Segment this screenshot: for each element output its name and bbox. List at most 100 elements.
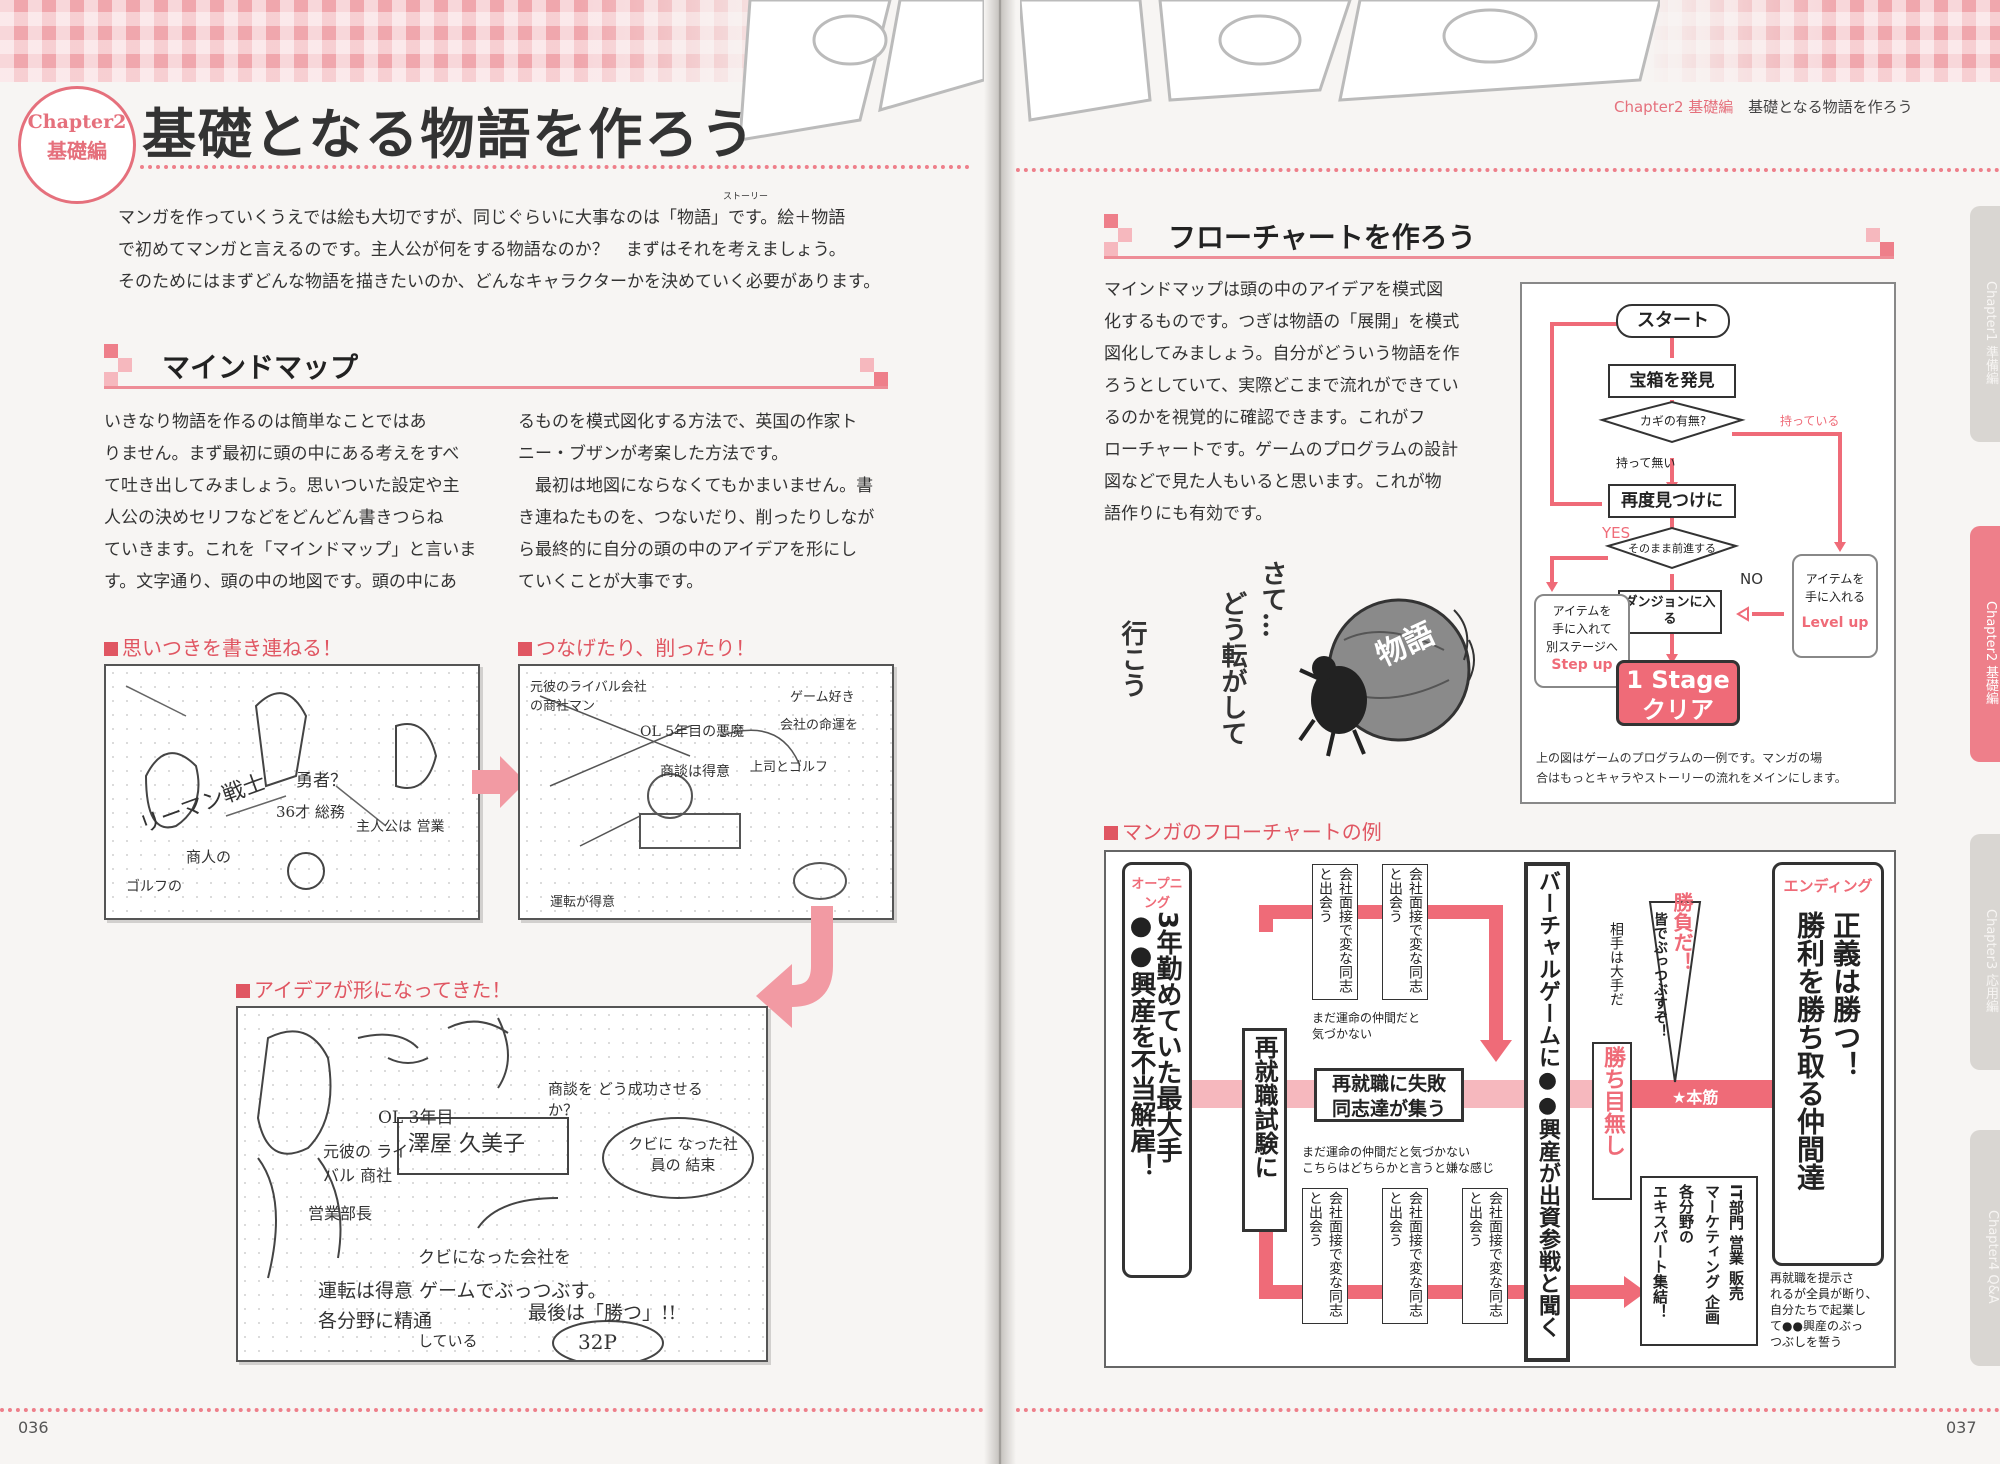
manga-panel-decoration <box>740 0 984 142</box>
fc-treasure: 宝箱を発見 <box>1608 364 1736 398</box>
para-line: 化するものです。つぎは物語の「展開」を模式 <box>1104 312 1460 332</box>
sketch3-text: クビになった会社を <box>418 1248 571 1268</box>
col2-line: るものを模式図化する方法で、英国の作家ト <box>518 412 858 432</box>
book-gutter <box>984 0 1016 1464</box>
intro-paragraph: ストーリー マンガを作っていくうえでは絵も大切ですが、同じぐらいに大事なのは「物… <box>118 192 908 298</box>
col1-line: いきなり物語を作るのは簡単なことではあ <box>104 412 427 432</box>
crush-text: 皆でぶっつぶすぞ！ <box>1652 912 1668 1038</box>
col2-line: ていくことが大事です。 <box>518 572 704 592</box>
sketch3-text: 最後は「勝つ」!! <box>528 1302 677 1324</box>
chapter-badge-level: 基礎編 <box>47 139 107 163</box>
note-top: まだ運命の仲間だと 気づかない <box>1312 1010 1420 1042</box>
flowchart-paragraph: マインドマップは頭の中のアイデアを模式図 化するものです。つぎは物語の「展開」を… <box>1104 274 1484 530</box>
sketch-doodles <box>539 695 847 900</box>
sketch1-text: ゴルフの <box>126 879 182 895</box>
subhead-shape: アイデアが形になってきた！ <box>236 974 511 1003</box>
experts-box: IT部門 営業 販売 マーケティング 企画 各分野の エキスパート集結！ <box>1640 1176 1758 1346</box>
subhead-manga-flow-label: マンガのフローチャートの例 <box>1122 820 1382 844</box>
col1-line: て吐き出してみましょう。思いついた設定や主 <box>104 476 460 496</box>
subhead-manga-flow: マンガのフローチャートの例 <box>1104 816 1382 845</box>
opening-label: オープニング <box>1131 877 1183 911</box>
opening-text-2: ●●興産を不当解雇！ <box>1126 911 1156 1179</box>
tab-chapter3[interactable]: Chapter3 応用編 <box>1970 834 2000 1070</box>
tab-chapter2[interactable]: Chapter2 基礎編 <box>1970 526 2000 762</box>
fc-stage-clear: 1 Stage クリア <box>1616 660 1740 726</box>
ending-note-line: て●●興産のぶっ <box>1770 1319 1863 1333</box>
sketch3-text: 元彼の ライバル 商社 <box>323 1142 409 1185</box>
sketch1-text: 36才 総務 <box>276 803 345 821</box>
no-chance-box: 勝ち目無し <box>1592 1042 1632 1200</box>
fc-search: 再度見つけに <box>1608 484 1736 518</box>
meet-top-1: 会社面接で変な同志と出会う <box>1312 864 1358 1000</box>
sketch2-text: 上司とゴルフ <box>750 760 829 775</box>
note-mid-line: こちらはどちらかと言うと嫌な感じ <box>1302 1161 1495 1175</box>
fc-no: NO <box>1740 570 1764 588</box>
meet-top-2: 会社面接で変な同志と出会う <box>1382 864 1428 1000</box>
running-header: Chapter2 基礎編 基礎となる物語を作ろう <box>1614 96 1913 117</box>
meet-bottom-2: 会社面接で変な同志と出会う <box>1382 1188 1428 1324</box>
experts-line: 各分野の <box>1677 1184 1695 1244</box>
fc-level-up: Level up <box>1801 615 1869 631</box>
sketch-brainstorm: リーマン戦士 勇者？ 36才 総務 商人の 主人公は 営業 ゴルフの <box>104 664 480 920</box>
fc-item-left: アイテムを 手に入れて 別ステージへ Step up <box>1534 594 1630 688</box>
fc-have: 持っている <box>1780 414 1840 428</box>
sketch3-text: 運転は得意 ゲームでぶっつぶす。 <box>318 1280 607 1302</box>
virtual-game-box: バーチャルゲームに●●興産が出資参戦と聞く <box>1524 862 1570 1362</box>
experts-line: マーケティング 企画 <box>1703 1184 1721 1325</box>
meet-bottom-3: 会社面接で変な同志と出会う <box>1462 1188 1508 1324</box>
page-title: 基礎となる物語を作ろう <box>142 103 757 166</box>
intro-line-1: マンガを作っていくうえでは絵も大切ですが、同じぐらいに大事なのは「物語」です。絵… <box>118 208 846 228</box>
tab-chapter4[interactable]: Chapter4 Q&A <box>1970 1130 2000 1366</box>
fc-key: カギの有無? <box>1639 414 1707 428</box>
subhead-shape-label: アイデアが形になってきた！ <box>254 978 512 1002</box>
note-mid: まだ運命の仲間だと気づかない こちらはどちらかと言うと嫌な感じ <box>1302 1144 1494 1176</box>
rival-text: 相手は大手だ <box>1608 922 1624 1006</box>
ending-note-line: つぶしを誓う <box>1770 1335 1843 1349</box>
sketch3-text: 各分野に精通 <box>318 1310 433 1332</box>
fc-nothave: 持って無い <box>1616 456 1676 470</box>
fc-item-right-line: 手に入れる <box>1804 590 1865 604</box>
sketch2-text: OL 5年目の悪魔 <box>640 724 745 740</box>
fc-item-left-line: アイテムを <box>1552 604 1612 618</box>
note-top-line: まだ運命の仲間だと <box>1312 1011 1421 1025</box>
fc-item-right: アイテムを 手に入れる Level up <box>1792 554 1878 658</box>
col1-line: す。文字通り、頭の中の地図です。頭の中にあ <box>104 572 457 592</box>
sketch2-text: 商談は得意 <box>660 764 730 780</box>
opening-box: オープニング 3年勤めていた最大手 ●●興産を不当解雇！ <box>1122 862 1192 1278</box>
fc-caption: 上の図はゲームのプログラムの一例です。マンガの場 合はもっとキャラやストーリーの… <box>1536 748 1886 788</box>
beetle-illustration: さて… どう転がして 行こう 物語 <box>1104 560 1484 760</box>
left-page: Chapter2 基礎編 基礎となる物語を作ろう ストーリー マンガを作っていく… <box>0 0 992 1464</box>
page-number-left: 036 <box>18 1418 49 1437</box>
fc-start: スタート <box>1616 304 1730 338</box>
fail-line: 再就職に失敗 <box>1331 1073 1446 1095</box>
col1-line: 人公の決めセリフなどをどんどん書きつらね <box>104 508 444 528</box>
para-line: 図などで見た人もいると思います。これが物 <box>1104 472 1442 492</box>
sketch1-text: 商人の <box>186 848 232 866</box>
arrow-down-left-icon <box>756 906 833 1028</box>
sketch2-text: 元彼のライバル会社の商社マン <box>530 680 647 714</box>
sketch3-text: 商談を どう成功させるか？ <box>548 1080 703 1119</box>
subhead-connect: つなげたり、削ったり！ <box>518 632 755 661</box>
subhead-brainstorm: 思いつきを書き連ねる！ <box>104 632 342 661</box>
fc-item-left-line: 別ステージへ <box>1546 640 1618 654</box>
sketch2-text: ゲーム好き <box>790 690 855 705</box>
ruby-story: ストーリー <box>723 192 769 202</box>
ending-text-1: 正義は勝つ！ <box>1829 911 1862 1079</box>
tab-chapter1[interactable]: Chapter1 準備編 <box>1970 206 2000 442</box>
para-line: 語作りにも有効です。 <box>1104 504 1273 524</box>
note-top-line: 気づかない <box>1312 1027 1373 1041</box>
illust-text: さて… <box>1257 560 1287 638</box>
right-page: Chapter2 基礎編 基礎となる物語を作ろう Chapter1 準備編 Ch… <box>1000 0 2000 1464</box>
fc-caption-line: 上の図はゲームのプログラムの一例です。マンガの場 <box>1536 751 1823 765</box>
col1-line: りません。まず最初に頭の中にある考えをすべ <box>104 444 460 464</box>
sketch3-text: OL 3年目 <box>378 1108 454 1128</box>
section-header-mindmap: マインドマップ <box>104 340 888 389</box>
experts-line: IT部門 営業 販売 <box>1727 1184 1745 1301</box>
fc-caption-line: 合はもっとキャラやストーリーの流れをメインにします。 <box>1536 771 1847 785</box>
fc-dungeon: ダンジョンに入る <box>1618 590 1722 634</box>
win-text: 勝負だ！ <box>1670 892 1694 972</box>
sketch3-text: している <box>418 1332 478 1350</box>
sketch-idea: OL 3年目 商談を どう成功させるか？ 元彼の ライバル 商社 澤屋 久美子 … <box>236 1006 768 1362</box>
intro-line-3: そのためにはまずどんな物語を描きたいのか、どんなキャラクターかを決めていく必要が… <box>118 272 881 292</box>
col1-line: ていきます。これを「マインドマップ」と言いま <box>104 540 477 560</box>
